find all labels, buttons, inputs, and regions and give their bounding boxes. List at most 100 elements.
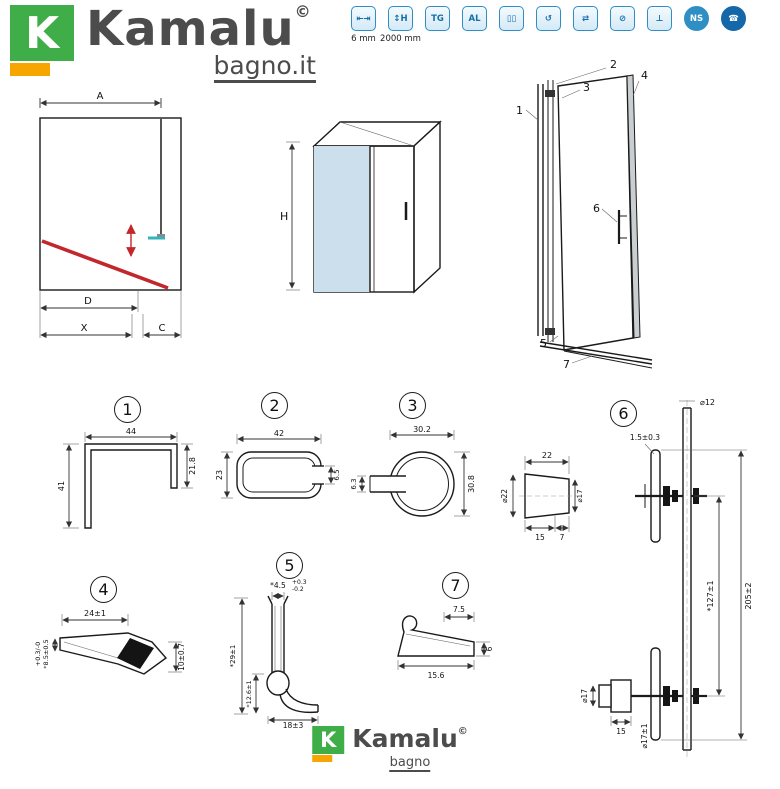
aluminium-icon: AL xyxy=(459,6,490,44)
brand-name: Kamalu© xyxy=(86,4,312,54)
no-frame-icon: ⊘ xyxy=(607,6,638,44)
footer-logo-mark: K xyxy=(312,726,345,762)
brand-text: Kamalu xyxy=(86,1,295,57)
bottom-mount xyxy=(598,647,707,741)
dim-6-3: 6.3 xyxy=(350,475,366,493)
svg-text:10±0.7: 10±0.7 xyxy=(177,643,186,671)
seal-inner-line xyxy=(405,633,471,647)
detail-6-drawing: ⌀12 22 ⌀22 ⌀17 15 7 xyxy=(500,398,753,758)
detail-3-drawing: 30.2 6.3 30.8 xyxy=(350,425,476,517)
plan-view-drawing: A D X C xyxy=(39,91,182,339)
dim-6: 6 xyxy=(476,641,494,657)
svg-text:21.8: 21.8 xyxy=(188,457,197,475)
footer-brand-block: Kamalu© bagno xyxy=(352,726,468,772)
iso-view-drawing: H xyxy=(280,120,442,294)
svg-text:7.5: 7.5 xyxy=(453,605,465,614)
seal-profile xyxy=(266,595,319,714)
glass-fixed-panel xyxy=(314,146,370,292)
height-icon: ↕H 2000 mm xyxy=(380,6,421,44)
svg-text:*8.5±0.5: *8.5±0.5 xyxy=(42,639,50,668)
svg-text:44: 44 xyxy=(126,427,136,436)
dim-label-c: C xyxy=(159,323,166,334)
handle-tube xyxy=(682,407,692,751)
double-panel-icon: ▯▯ xyxy=(496,6,527,44)
header: K Kamalu© bagno.it ⇤⇥ 6 mm ↕H 2000 mm TG xyxy=(0,0,780,83)
footer-copyright-mark: © xyxy=(457,726,468,737)
dim-15-7: 15 7 xyxy=(524,516,570,542)
callout-2: 2 xyxy=(610,58,617,71)
dim-left-tolerances: +0.3/-0 *8.5±0.5 xyxy=(34,638,59,669)
dim-H: H xyxy=(280,141,300,291)
dim-dia12: ⌀12 xyxy=(679,398,715,407)
wall-cone xyxy=(519,473,577,519)
knob-body xyxy=(610,679,632,713)
dim-21-8: 21.8 xyxy=(181,443,197,489)
footer-brand-name: Kamalu© xyxy=(352,724,468,753)
svg-text:15: 15 xyxy=(616,727,626,736)
bottom-pivot xyxy=(545,328,555,335)
dim-10: 10±0.7 xyxy=(168,641,186,673)
svg-text:7: 7 xyxy=(560,533,565,542)
profile-inner-line xyxy=(63,641,119,659)
footer-logo: K Kamalu© bagno xyxy=(312,726,468,772)
dim-dia17-tol: ⌀17±1 xyxy=(640,723,649,748)
box-right-face xyxy=(413,120,441,294)
detail-4-drawing: 24±1 10±0.7 +0.3/-0 *8.5±0.5 xyxy=(34,609,186,675)
detail-1-drawing: 44 41 21.8 xyxy=(57,427,197,529)
detail-2-drawing: 42 6.5 23 xyxy=(215,429,341,499)
svg-text:6.5: 6.5 xyxy=(333,469,341,480)
callout-3: 3 xyxy=(583,81,590,94)
footer-logo-k-letter: K xyxy=(320,728,337,752)
in-out-opening-icon: ⇄ xyxy=(570,6,601,44)
svg-text:15: 15 xyxy=(535,533,545,542)
dim-dia22: ⌀22 xyxy=(500,474,517,518)
svg-text:*4.5: *4.5 xyxy=(270,581,286,590)
wall-fixing-icon: ⊥ xyxy=(644,6,675,44)
door-edge-profile xyxy=(626,74,641,339)
svg-text:24±1: 24±1 xyxy=(84,609,106,618)
svg-text:⌀12: ⌀12 xyxy=(700,398,715,407)
kamalu-logo: K xyxy=(10,5,74,76)
dim-X: X xyxy=(40,323,132,339)
dim-44: 44 xyxy=(84,427,178,442)
dim-30-2: 30.2 xyxy=(389,425,455,440)
shower-plan-outline xyxy=(39,117,182,291)
footer-logo-green-square: K xyxy=(312,726,345,754)
svg-text:+0.3/-0: +0.3/-0 xyxy=(34,642,42,666)
callouts: 1 2 3 4 5 6 7 xyxy=(516,58,648,371)
dim-205: 205±2 xyxy=(661,449,753,741)
door-glass-panel xyxy=(557,75,634,351)
brand-subtitle-wrap: bagno.it xyxy=(84,52,316,83)
dim-A: A xyxy=(39,91,162,108)
top-face-diagonal xyxy=(339,121,415,147)
svg-text:15.6: 15.6 xyxy=(428,671,445,680)
dim-42: 42 xyxy=(236,429,322,444)
detail-7-drawing: 7.5 6 15.6 xyxy=(397,605,494,680)
extension-lines xyxy=(39,290,182,338)
dim-15-bottom: 15 xyxy=(610,716,632,736)
callout-5: 5 xyxy=(540,337,547,350)
knob-cap xyxy=(598,684,612,708)
dim-gap: 1.5±0.3 xyxy=(630,433,660,455)
dim-30-8: 30.8 xyxy=(454,451,476,517)
glass-thickness-icon: ⇤⇥ 6 mm xyxy=(348,6,379,44)
dim-label-x: X xyxy=(81,323,88,334)
logo-k-letter: K xyxy=(24,7,60,59)
footer-logo-orange-bar xyxy=(312,755,333,762)
ns-glass-icon: NS xyxy=(681,6,712,44)
top-pivot xyxy=(545,90,555,97)
detail-4-number: 4 xyxy=(90,576,117,603)
detail-7-number: 7 xyxy=(442,572,469,599)
svg-text:⌀17±1: ⌀17±1 xyxy=(640,723,649,748)
door-handle xyxy=(617,210,627,244)
spec-icon-strip: ⇤⇥ 6 mm ↕H 2000 mm TG AL ▯▯ ↺ xyxy=(348,6,749,44)
svg-text:*127±1: *127±1 xyxy=(706,580,715,611)
svg-text:205±2: 205±2 xyxy=(744,582,753,609)
magnet-insert xyxy=(117,638,154,669)
callout-7: 7 xyxy=(563,358,570,371)
dim-label-h: H xyxy=(280,210,288,223)
bottom-sill xyxy=(539,341,653,369)
assistance-icon: ☎ xyxy=(718,6,749,44)
dim-18: 18±3 xyxy=(267,716,319,730)
